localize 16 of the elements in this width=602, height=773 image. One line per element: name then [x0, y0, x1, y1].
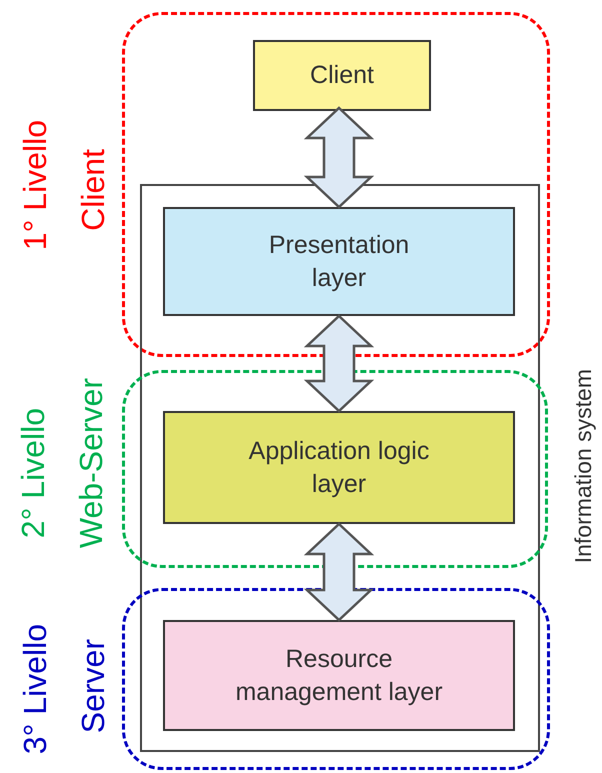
rotated-label: Web-Server: [75, 378, 107, 548]
rotated-label: 1° Livello: [19, 120, 51, 250]
double-block-arrow: [304, 314, 374, 413]
rotated-label: 2° Livello: [17, 408, 49, 538]
layer-box: [163, 207, 515, 316]
rotated-label: Information system: [572, 368, 594, 564]
box-label: Resource management layer: [235, 644, 443, 708]
rotated-label: Client: [77, 149, 109, 231]
double-block-arrow: [304, 106, 374, 209]
rotated-label: 3° Livello: [19, 624, 51, 754]
box-label: Client: [310, 60, 374, 92]
box-label: Application logic layer: [248, 436, 430, 500]
double-block-arrow: [304, 522, 374, 622]
box-label: Presentation layer: [268, 230, 410, 294]
layer-box: [253, 40, 431, 111]
rotated-label: Server: [77, 638, 109, 734]
